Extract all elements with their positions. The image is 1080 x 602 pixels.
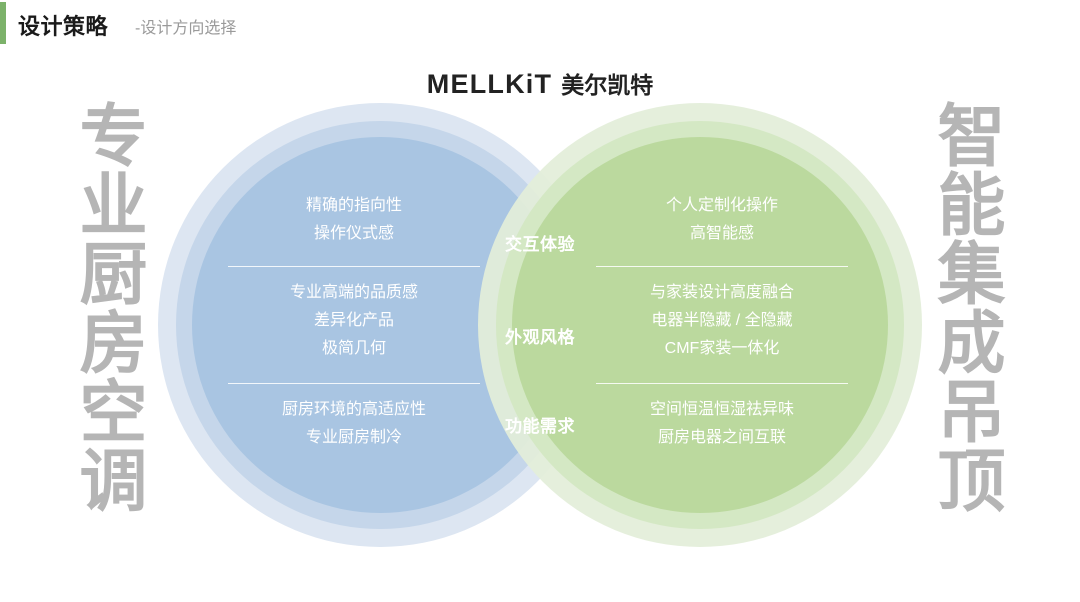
brand-logo: MELLKiT 美尔凯特 xyxy=(0,66,1080,100)
header-accent-bar xyxy=(0,2,6,44)
left-panel-row-2-line-3: 极简几何 xyxy=(321,340,386,357)
left-panel-row-3-line-1: 厨房环境的高适应性 xyxy=(281,401,426,418)
right-panel-row-3-line-1: 空间恒温恒湿祛异味 xyxy=(649,401,794,418)
brand-logo-latin: MELLKiT xyxy=(426,69,553,99)
right-panel-row-3: 空间恒温恒湿祛异味 厨房电器之间互联 xyxy=(596,396,848,462)
right-panel-divider-2 xyxy=(596,383,848,384)
left-panel-row-1: 精确的指向性 操作仪式感 xyxy=(228,190,480,256)
category-label-interaction: 交互体验 xyxy=(505,235,575,254)
left-panel-row-3-line-2: 专业厨房制冷 xyxy=(305,429,402,446)
left-panel: 精确的指向性 操作仪式感 专业高端的品质感 差异化产品 极简几何 厨房环境的高适… xyxy=(228,190,480,462)
right-panel-row-2-line-1: 与家装设计高度融合 xyxy=(649,284,794,301)
left-panel-row-1-line-2: 操作仪式感 xyxy=(313,225,394,242)
right-side-vertical-label: 智能集成吊顶 xyxy=(927,100,1003,514)
left-panel-row-1-line-1: 精确的指向性 xyxy=(305,197,402,214)
page-subtitle: -设计方向选择 xyxy=(135,20,237,37)
right-panel-row-2: 与家装设计高度融合 电器半隐藏 / 全隐藏 CMF家装一体化 xyxy=(596,279,848,373)
category-label-function: 功能需求 xyxy=(505,417,575,436)
right-panel-row-1-line-2: 高智能感 xyxy=(689,225,754,242)
left-panel-row-3: 厨房环境的高适应性 专业厨房制冷 xyxy=(228,396,480,462)
right-panel-divider-1 xyxy=(596,266,848,267)
right-panel: 个人定制化操作 高智能感 与家装设计高度融合 电器半隐藏 / 全隐藏 CMF家装… xyxy=(596,190,848,462)
right-panel-row-2-line-3: CMF家装一体化 xyxy=(664,340,780,357)
right-circle-inner xyxy=(512,137,888,513)
left-panel-row-2-line-1: 专业高端的品质感 xyxy=(289,284,418,301)
page-header: 设计策略 -设计方向选择 xyxy=(0,0,1080,47)
right-panel-row-1-line-1: 个人定制化操作 xyxy=(665,197,778,214)
category-label-appearance: 外观风格 xyxy=(505,328,575,347)
left-panel-row-2: 专业高端的品质感 差异化产品 极简几何 xyxy=(228,279,480,373)
left-panel-row-2-line-2: 差异化产品 xyxy=(313,312,394,329)
left-panel-divider-1 xyxy=(228,266,480,267)
right-panel-row-3-line-2: 厨房电器之间互联 xyxy=(657,429,786,446)
left-side-vertical-label: 专业厨房空调 xyxy=(69,100,145,514)
right-panel-row-2-line-2: 电器半隐藏 / 全隐藏 xyxy=(651,312,793,329)
left-panel-divider-2 xyxy=(228,383,480,384)
brand-logo-chinese: 美尔凯特 xyxy=(561,72,654,98)
page-title: 设计策略 xyxy=(18,14,109,39)
right-panel-row-1: 个人定制化操作 高智能感 xyxy=(596,190,848,256)
